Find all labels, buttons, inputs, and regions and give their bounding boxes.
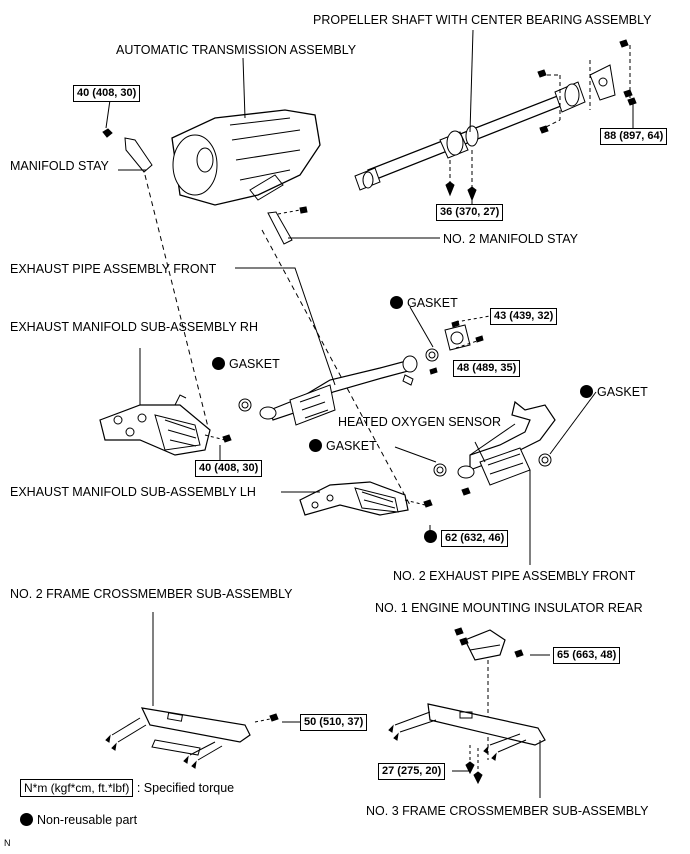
legend-nonreusable: Non-reusable part bbox=[20, 813, 137, 827]
nonreusable-dot bbox=[20, 813, 33, 826]
nonreusable-dot bbox=[580, 385, 593, 398]
label-no2-exhaust-pipe-front: NO. 2 EXHAUST PIPE ASSEMBLY FRONT bbox=[393, 569, 636, 583]
nonreusable-dot bbox=[390, 296, 403, 309]
engine-mount-drawing bbox=[454, 627, 550, 760]
propeller-shaft-drawing bbox=[354, 29, 637, 202]
flange-bolts bbox=[429, 315, 491, 375]
no2-frame-crossmember-drawing bbox=[105, 612, 300, 769]
label-no2-manifold-stay: NO. 2 MANIFOLD STAY bbox=[443, 232, 578, 246]
exhaust-manifold-rh-drawing bbox=[99, 348, 232, 456]
label-heated-oxygen-sensor: HEATED OXYGEN SENSOR bbox=[338, 415, 501, 429]
label-no3-frame-crossmember: NO. 3 FRAME CROSSMEMBER SUB-ASSEMBLY bbox=[366, 804, 649, 818]
torque-box: 40 (408, 30) bbox=[73, 85, 141, 102]
corner-mark: N bbox=[4, 838, 11, 848]
exhaust-manifold-lh-drawing bbox=[281, 481, 433, 516]
torque-box: 43 (439, 32) bbox=[490, 308, 558, 325]
label-gasket-3: GASKET bbox=[580, 385, 648, 399]
legend-unit-box: N*m (kgf*cm, ft.*lbf) bbox=[20, 779, 134, 797]
torque-box: 27 (275, 20) bbox=[378, 763, 446, 780]
legend-torque: N*m (kgf*cm, ft.*lbf) : Specified torque bbox=[20, 779, 234, 797]
label-manifold-stay: MANIFOLD STAY bbox=[10, 159, 109, 173]
label-exhaust-pipe-front: EXHAUST PIPE ASSEMBLY FRONT bbox=[10, 262, 217, 276]
no2-manifold-stay-drawing bbox=[261, 206, 440, 506]
gasket-rings bbox=[238, 306, 597, 477]
torque-62-row: 62 (632, 46) bbox=[424, 530, 509, 547]
torque-box: 40 (408, 30) bbox=[195, 460, 263, 477]
label-gasket-2: GASKET bbox=[212, 357, 280, 371]
torque-box: 62 (632, 46) bbox=[441, 530, 509, 547]
no2-exhaust-pipe-front-drawing bbox=[457, 400, 556, 565]
no3-frame-crossmember-drawing bbox=[388, 703, 546, 798]
label-automatic-transmission: AUTOMATIC TRANSMISSION ASSEMBLY bbox=[116, 43, 357, 57]
nonreusable-dot bbox=[424, 530, 437, 543]
transmission-drawing bbox=[171, 57, 321, 206]
label-no1-engine-mount: NO. 1 ENGINE MOUNTING INSULATOR REAR bbox=[375, 601, 643, 615]
exhaust-pipe-front-drawing bbox=[235, 267, 418, 426]
torque-box: 48 (489, 35) bbox=[453, 360, 521, 377]
torque-box: 50 (510, 37) bbox=[300, 714, 368, 731]
label-propeller-shaft: PROPELLER SHAFT WITH CENTER BEARING ASSE… bbox=[313, 13, 652, 27]
label-gasket-1: GASKET bbox=[390, 296, 458, 310]
torque-box: 65 (663, 48) bbox=[553, 647, 621, 664]
label-exhaust-manifold-lh: EXHAUST MANIFOLD SUB-ASSEMBLY LH bbox=[10, 485, 256, 499]
nonreusable-dot bbox=[309, 439, 322, 452]
label-exhaust-manifold-rh: EXHAUST MANIFOLD SUB-ASSEMBLY RH bbox=[10, 320, 258, 334]
label-gasket-4: GASKET bbox=[309, 439, 377, 453]
nonreusable-dot bbox=[212, 357, 225, 370]
torque-box: 88 (897, 64) bbox=[600, 128, 668, 145]
manifold-stay-drawing bbox=[102, 99, 211, 436]
label-no2-frame-crossmember: NO. 2 FRAME CROSSMEMBER SUB-ASSEMBLY bbox=[10, 587, 293, 601]
torque-box: 36 (370, 27) bbox=[436, 204, 504, 221]
